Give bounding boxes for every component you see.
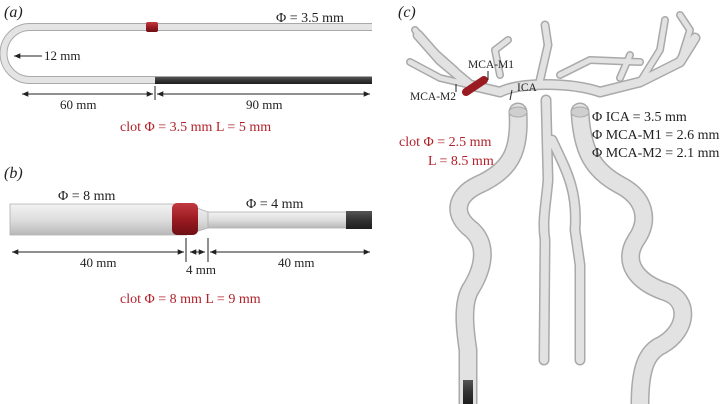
clot-spec-a: clot Φ = 3.5 mm L = 5 mm: [120, 120, 271, 135]
length-mid-b: 4 mm: [186, 262, 216, 277]
length-left-b: 40 mm: [80, 255, 116, 270]
catheter-b: [346, 211, 372, 229]
clot-length-c: L = 8.5 mm: [428, 154, 494, 169]
catheter-a: [155, 77, 372, 84]
clot-c: [462, 76, 488, 96]
small-tube: [207, 211, 349, 229]
clot-spec-b: clot Φ = 8 mm L = 9 mm: [120, 292, 261, 307]
dim-mca-m1: Φ MCA-M1 = 2.6 mm: [592, 128, 720, 143]
diameter-large-b: Φ = 8 mm: [58, 189, 116, 204]
diameter-small-b: Φ = 4 mm: [246, 197, 304, 212]
dim-ica: Φ ICA = 3.5 mm: [592, 110, 687, 125]
length-right-b: 40 mm: [278, 255, 314, 270]
vessel-tree: [406, 11, 701, 404]
panel-c-label: (c): [398, 4, 416, 21]
length-right-a: 90 mm: [246, 97, 282, 112]
clot-diameter-c: clot Φ = 2.5 mm: [399, 135, 492, 150]
large-tube: [9, 203, 187, 236]
diameter-a: Φ = 3.5 mm: [276, 11, 344, 26]
label-mca-m1: MCA-M1: [468, 59, 514, 71]
clot-a: [146, 22, 158, 32]
catheter-c: [463, 380, 473, 404]
panel-a-label: (a): [4, 4, 23, 21]
dim-mca-m2: Φ MCA-M2 = 2.1 mm: [592, 146, 720, 161]
label-mca-m2: MCA-M2: [410, 91, 456, 103]
panel-b-label: (b): [4, 165, 23, 182]
bend-radius-a: 12 mm: [44, 48, 80, 63]
panel-b: (b) Φ = 8 mm Φ = 4 mm 40 mm 4 mm 40 mm c…: [4, 165, 372, 307]
label-ica: ICA: [517, 82, 538, 94]
clot-b: [172, 203, 198, 235]
panel-c: (c): [398, 4, 720, 404]
length-left-a: 60 mm: [60, 97, 96, 112]
panel-a: (a) Φ = 3.5 mm 12 mm 60 mm 90 mm clot Φ …: [0, 4, 372, 135]
